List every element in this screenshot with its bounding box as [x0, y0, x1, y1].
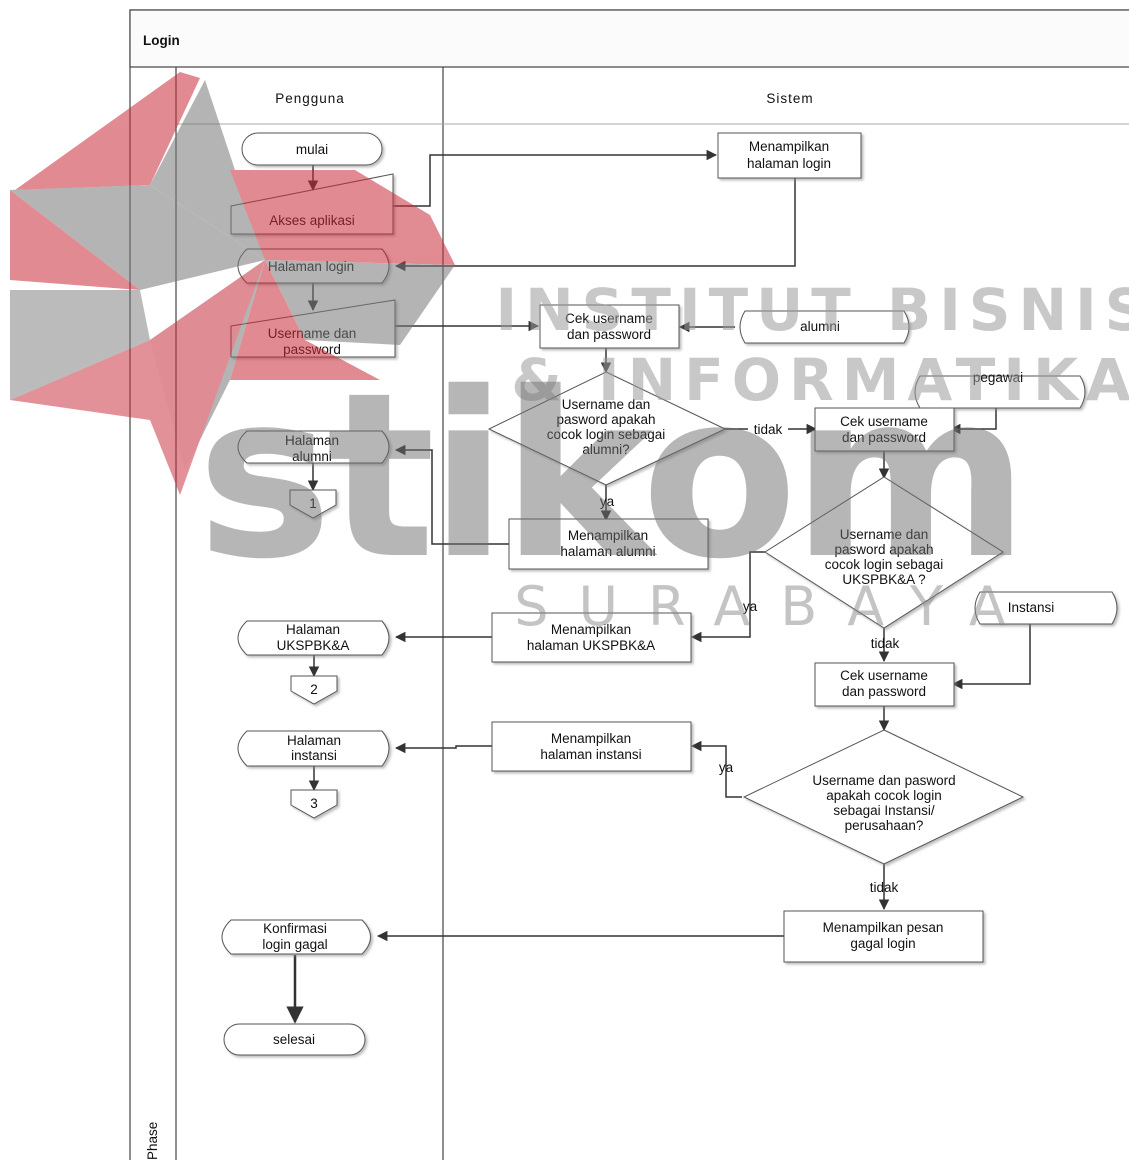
node-line: Menampilkan — [551, 622, 631, 637]
phase-label: Phase — [145, 1122, 160, 1160]
svg-text:3: 3 — [310, 796, 318, 811]
node-halaman-alumni: Halaman alumni — [237, 430, 390, 464]
node-line: Cek username — [565, 311, 653, 326]
node-menampilkan-halaman-instansi: Menampilkan halaman instansi — [491, 721, 692, 772]
node-line: Menampilkan pesan — [823, 920, 944, 935]
svg-text:mulai: mulai — [296, 142, 328, 157]
node-line: alumni — [292, 449, 332, 464]
node-line: Username dan pasword — [812, 773, 955, 788]
swimlane-frame: Login Pengguna Sistem Phase — [129, 9, 1129, 1160]
node-decision-alumni: Username dan pasword apakah cocok login … — [487, 371, 727, 486]
node-line: login gagal — [262, 937, 327, 952]
node-menampilkan-halaman-alumni: Menampilkan halaman alumni — [508, 518, 709, 570]
node-line: Konfirmasi — [263, 921, 327, 936]
node-alumni-database: alumni — [739, 310, 910, 344]
node-line: Cek username — [840, 414, 928, 429]
node-line: alumni? — [582, 442, 629, 457]
lane-pengguna-label: Pengguna — [275, 91, 345, 106]
edge-label-ya-1: ya — [600, 494, 615, 509]
node-line: cocok login sebagai — [547, 427, 666, 442]
node-line: halaman UKSPBK&A — [527, 638, 655, 653]
svg-text:1: 1 — [309, 496, 317, 511]
svg-text:Instansi: Instansi — [1008, 600, 1055, 615]
node-halaman-login: Halaman login — [237, 248, 390, 284]
node-line: Halaman — [285, 433, 339, 448]
node-konfirmasi-login-gagal: Konfirmasi login gagal — [221, 919, 371, 955]
node-line: dan password — [567, 327, 651, 342]
node-line: password — [283, 342, 341, 357]
offpage-connector-3: 3 — [290, 789, 338, 819]
diagram-title: Login — [143, 33, 180, 48]
lane-sistem-label: Sistem — [766, 91, 813, 106]
node-line: Halaman — [286, 622, 340, 637]
node-cek-username-2: Cek username dan password — [814, 407, 955, 452]
node-line: halaman instansi — [540, 747, 641, 762]
edge-labels: tidak ya ya tidak ya tidak — [600, 421, 900, 895]
node-line: apakah cocok login — [826, 788, 942, 803]
edge-label-ya-3: ya — [719, 760, 734, 775]
node-halaman-instansi: Halaman instansi — [237, 730, 390, 767]
node-line: halaman login — [747, 156, 831, 171]
node-mulai: mulai — [241, 132, 383, 166]
node-line: Username dan — [268, 326, 357, 341]
node-instansi-database: Instansi — [974, 591, 1118, 625]
node-line: instansi — [291, 748, 337, 763]
svg-text:2: 2 — [310, 682, 318, 697]
node-line: pasword apakah — [556, 412, 655, 427]
svg-text:Akses aplikasi: Akses aplikasi — [269, 213, 355, 228]
node-line: Cek username — [840, 668, 928, 683]
node-line: Halaman — [287, 733, 341, 748]
node-line: pasword apakah — [834, 542, 933, 557]
node-decision-ukspbk: Username dan pasword apakah cocok login … — [764, 476, 1004, 629]
node-line: perusahaan? — [845, 818, 924, 833]
node-menampilkan-pesan-gagal: Menampilkan pesan gagal login — [783, 910, 984, 963]
svg-text:selesai: selesai — [273, 1032, 315, 1047]
svg-text:Halaman login: Halaman login — [268, 259, 354, 274]
node-line: sebagai Instansi/ — [833, 803, 935, 818]
offpage-connector-1: 1 — [289, 489, 337, 519]
edge-label-tidak-3: tidak — [870, 880, 899, 895]
node-line: UKSPBK&A ? — [842, 572, 925, 587]
node-line: Menampilkan — [568, 528, 648, 543]
node-selesai: selesai — [223, 1023, 366, 1056]
node-cek-username-3: Cek username dan password — [814, 662, 955, 707]
node-line: Menampilkan — [551, 731, 631, 746]
node-line: Username dan — [562, 397, 651, 412]
node-line: dan password — [842, 430, 926, 445]
edge-label-tidak-2: tidak — [871, 636, 900, 651]
edge-label-ya-2: ya — [743, 599, 758, 614]
svg-text:alumni: alumni — [800, 319, 840, 334]
svg-text:pegawai: pegawai — [973, 370, 1023, 385]
edge-label-tidak-1: tidak — [754, 422, 783, 437]
node-line: halaman alumni — [560, 544, 655, 559]
node-line: UKSPBK&A — [277, 638, 350, 653]
offpage-connector-2: 2 — [290, 675, 338, 705]
node-pegawai-database: pegawai — [914, 370, 1086, 409]
node-line: Username dan — [840, 527, 929, 542]
node-line: Menampilkan — [749, 139, 829, 154]
node-line: cocok login sebagai — [825, 557, 944, 572]
node-menampilkan-halaman-ukspbk: Menampilkan halaman UKSPBK&A — [491, 612, 692, 663]
node-line: dan password — [842, 684, 926, 699]
node-halaman-ukspbk: Halaman UKSPBK&A — [237, 620, 390, 656]
node-decision-instansi: Username dan pasword apakah cocok login … — [742, 729, 1025, 865]
node-menampilkan-halaman-login: Menampilkan halaman login — [717, 132, 862, 179]
node-line: gagal login — [850, 936, 915, 951]
node-cek-username-1: Cek username dan password — [539, 304, 680, 349]
